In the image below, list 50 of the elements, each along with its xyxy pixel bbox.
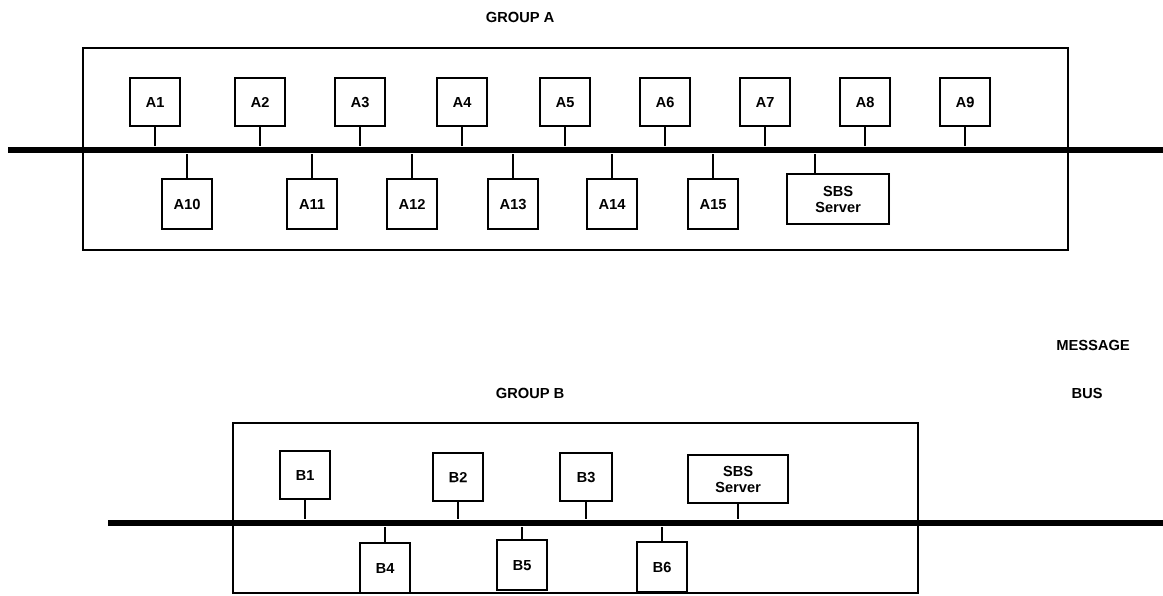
station-box: A12 (386, 178, 438, 230)
station-box: A11 (286, 178, 338, 230)
connector-line (814, 153, 816, 174)
station-box: A15 (687, 178, 739, 230)
station-box: SBS Server (687, 454, 789, 504)
station-box: B4 (359, 542, 411, 594)
connector-line (764, 126, 766, 147)
connector-line (564, 126, 566, 147)
station-box: A5 (539, 77, 591, 127)
node-label: GROUP B (496, 387, 564, 399)
station-box: B1 (279, 450, 331, 500)
connector-line (359, 126, 361, 147)
connector-line (661, 526, 663, 542)
station-box: A7 (739, 77, 791, 127)
station-box: A2 (234, 77, 286, 127)
connector-line (461, 126, 463, 147)
node-label: GROUP A (486, 11, 554, 23)
station-box: A3 (334, 77, 386, 127)
station-box: SBS Server (786, 173, 890, 225)
connector-line (186, 153, 188, 179)
station-box: A14 (586, 178, 638, 230)
connector-line (512, 153, 514, 179)
connector-line (457, 501, 459, 520)
connector-line (304, 499, 306, 520)
bus-label: BUS (1072, 387, 1102, 399)
connector-line (311, 153, 313, 179)
connector-line (611, 153, 613, 179)
connector-line (864, 126, 866, 147)
station-box: A9 (939, 77, 991, 127)
connector-line (521, 526, 523, 540)
station-box: A1 (129, 77, 181, 127)
bus-label: MESSAGE (1057, 339, 1130, 351)
station-box: B6 (636, 541, 688, 593)
connector-line (384, 526, 386, 543)
connector-line (154, 126, 156, 147)
connector-line (259, 126, 261, 147)
connector-line (964, 126, 966, 147)
station-box: B3 (559, 452, 613, 502)
connector-line (411, 153, 413, 179)
station-box: A10 (161, 178, 213, 230)
connector-line (737, 503, 739, 520)
station-box: A4 (436, 77, 488, 127)
station-box: A13 (487, 178, 539, 230)
connector-line (664, 126, 666, 147)
station-box: B5 (496, 539, 548, 591)
station-box: A6 (639, 77, 691, 127)
station-box: A8 (839, 77, 891, 127)
connector-line (585, 501, 587, 520)
station-box: B2 (432, 452, 484, 502)
connector-line (712, 153, 714, 179)
